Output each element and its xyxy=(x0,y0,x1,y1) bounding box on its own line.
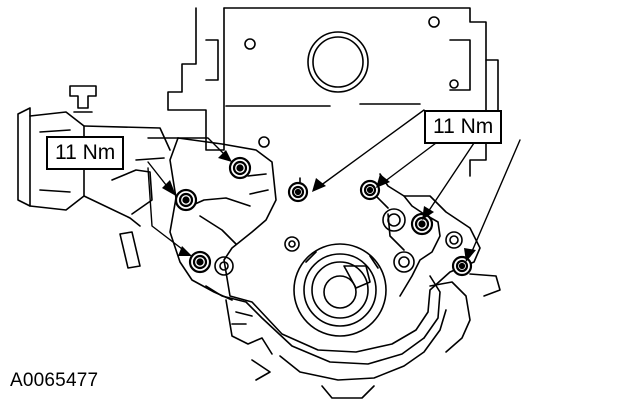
bolt-top-left xyxy=(228,156,252,180)
callout-leaders xyxy=(147,109,521,257)
figure-id: A0065477 xyxy=(10,370,99,391)
water-outlet-housing xyxy=(17,85,171,269)
bolt-far-right xyxy=(451,255,473,277)
oil-pan xyxy=(225,273,501,399)
crankshaft-seal xyxy=(293,243,387,337)
bolt-right xyxy=(410,212,434,236)
torque-label-left: 11 Nm xyxy=(46,136,125,170)
engine-block-outline xyxy=(167,7,499,177)
bolt-center xyxy=(287,181,309,203)
bolt-mid-left xyxy=(174,188,198,212)
bolt-center-right xyxy=(359,179,381,201)
bolt-lower-left xyxy=(188,250,212,274)
front-cover xyxy=(169,137,481,365)
torque-label-right: 11 Nm xyxy=(424,110,503,144)
callout-arrow-icon xyxy=(162,150,476,262)
